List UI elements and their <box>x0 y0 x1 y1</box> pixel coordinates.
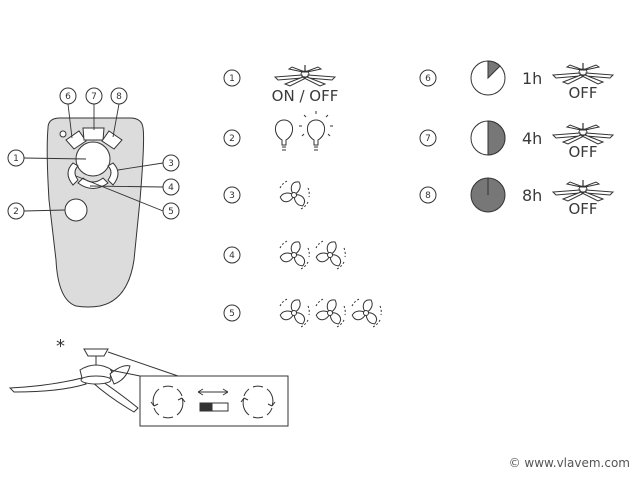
timer-1h-button[interactable] <box>65 130 87 150</box>
direction-switch-panel <box>139 375 289 427</box>
timer-1h-label: 1h <box>522 69 543 88</box>
ceiling-fan-icon <box>552 62 614 85</box>
light-bulb-icon <box>275 119 293 151</box>
timer-8h-label: 8h <box>522 186 543 205</box>
legend-num-7: 7 <box>425 134 431 144</box>
timer-4h-button[interactable] <box>82 127 105 141</box>
callout-8: 8 <box>116 92 122 102</box>
callout-7: 7 <box>91 92 97 102</box>
speed-3-button[interactable] <box>67 162 79 186</box>
legend-num-6: 6 <box>425 74 431 84</box>
ceiling-fan-icon <box>274 64 336 87</box>
fan-speed-icon <box>351 298 382 328</box>
double-arrow-icon <box>197 388 229 396</box>
off-label-8h: OFF <box>568 200 598 218</box>
on-off-label: ON / OFF <box>271 87 339 105</box>
legend-num-5: 5 <box>229 309 235 319</box>
slide-switch-icon[interactable] <box>199 402 229 412</box>
legend-num-2: 2 <box>229 134 235 144</box>
timer-fill-1h <box>487 60 501 80</box>
legend-num-1: 1 <box>229 74 235 84</box>
fan-speed-icon <box>279 180 310 210</box>
callout-5: 5 <box>168 207 174 217</box>
timer-8h-icon <box>470 177 506 213</box>
fan-speed-icon <box>315 240 346 270</box>
legend-num-4: 4 <box>229 251 235 261</box>
speed-1-button[interactable] <box>107 162 119 186</box>
light-button[interactable] <box>64 198 88 222</box>
fan-speed-icon <box>279 240 310 270</box>
zoom-lines <box>107 351 179 377</box>
copyright-credit: © www.vlavem.com <box>508 456 630 470</box>
timer-fill-4h <box>487 120 506 156</box>
off-label-4h: OFF <box>568 143 598 161</box>
leader-lines <box>23 103 164 212</box>
ceiling-fan-icon <box>552 179 614 202</box>
callout-1: 1 <box>13 154 19 164</box>
timer-8h-button[interactable] <box>101 130 123 150</box>
callout-4: 4 <box>168 183 174 193</box>
timer-4h-label: 4h <box>522 129 543 148</box>
fan-speed-icon <box>315 298 346 328</box>
light-bulb-on-icon <box>299 111 333 151</box>
legend-num-8: 8 <box>425 191 431 201</box>
callout-6: 6 <box>65 92 71 102</box>
callout-3: 3 <box>168 159 174 169</box>
ceiling-fan-icon <box>552 122 614 145</box>
callout-2: 2 <box>13 207 19 217</box>
legend-num-3: 3 <box>229 191 235 201</box>
remote-callouts: 6 7 8 1 3 4 2 5 <box>7 87 180 220</box>
legend-callouts-left: 1 2 3 4 5 <box>223 69 241 322</box>
fan-speed-icon <box>279 298 310 328</box>
off-label-1h: OFF <box>568 84 598 102</box>
timer-1h-icon <box>470 60 506 96</box>
ceiling-fan-illustration <box>8 348 139 413</box>
timer-4h-icon <box>470 120 506 156</box>
remote-indicator-dot <box>59 130 67 138</box>
asterisk: * <box>56 336 65 357</box>
legend-callouts-right: 6 7 8 <box>419 69 437 204</box>
